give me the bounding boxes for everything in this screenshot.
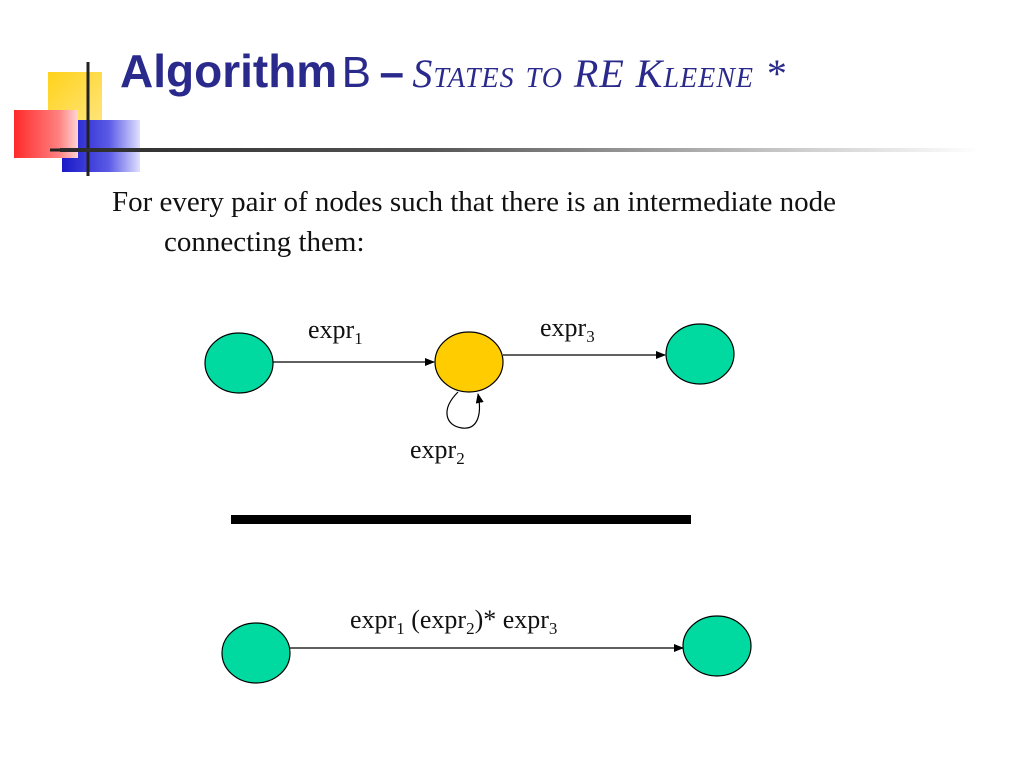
edge-label-expr1: expr1 [308,315,363,348]
transformation-divider [231,515,691,524]
title-letter: B [341,48,372,97]
bottom-source-node [221,622,291,684]
top-source-node [204,332,274,394]
body-line-1: For every pair of nodes such that there … [112,186,836,218]
slide-title: Algorithm B – States to RE Kleene * [120,48,786,95]
top-target-node [665,323,735,385]
title-main: Algorithm [120,45,338,97]
loop-label-expr2: expr2 [410,435,465,468]
bottom-target-node [682,615,752,677]
self-loop-arrow [446,391,484,429]
combined-edge-label: expr1 (expr2)* expr3 [350,605,557,638]
title-dash: – [379,48,404,97]
title-divider [60,148,980,152]
title-subtitle: States to RE Kleene * [412,51,787,96]
edge-label-expr3: expr3 [540,313,595,346]
top-intermediate-node [434,331,504,393]
body-line-2: connecting them: [164,226,365,258]
body-paragraph: For every pair of nodes such that there … [112,182,992,262]
